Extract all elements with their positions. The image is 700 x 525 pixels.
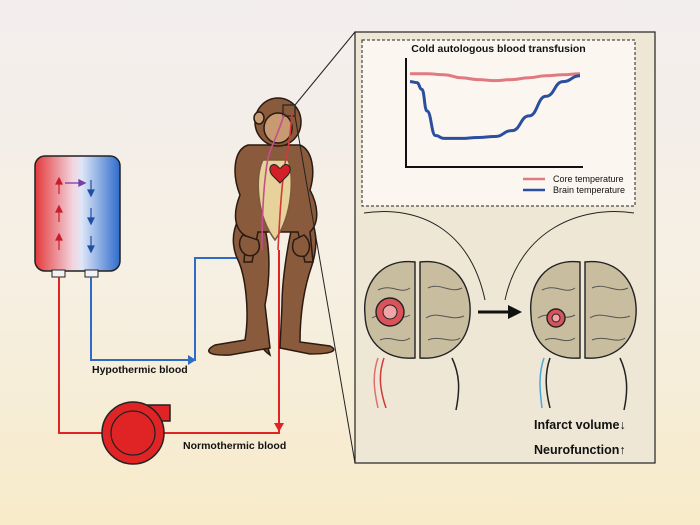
heat-exchanger [34, 155, 121, 278]
brain-after [529, 261, 637, 411]
brain-before [364, 261, 471, 411]
infarct-volume-label: Infarct volume↓ [534, 418, 626, 432]
neurofunction-text: Neurofunction [534, 443, 620, 457]
improvement-arrow [478, 305, 522, 319]
heart-icon [269, 164, 291, 184]
connector-arcs [363, 211, 635, 301]
legend-label-brain-temperature: Brain temperature [553, 185, 626, 195]
monkey-illustration [208, 97, 335, 357]
infarct-volume-text: Infarct volume [534, 418, 620, 432]
warm-flow-arrow [274, 423, 284, 432]
increase-arrow-icon: ↑ [619, 443, 626, 457]
chart-axes [405, 58, 583, 168]
warm-tubing [58, 250, 280, 434]
chart-title: Cold autologous blood transfusion [411, 43, 586, 55]
tank-up-arrows [55, 176, 63, 250]
series-line-brain-temperature [409, 74, 581, 140]
normothermic-blood-label: Normothermic blood [183, 440, 287, 452]
series-line-core-temperature [410, 72, 581, 83]
neurofunction-label: Neurofunction↑ [534, 443, 626, 457]
tank-down-arrows [87, 180, 95, 254]
monkey-vessels [261, 111, 293, 251]
chart-box [361, 39, 636, 207]
cold-flow-arrow [188, 355, 196, 365]
decrease-arrow-icon: ↓ [619, 418, 626, 432]
tank-transfer-arrow [65, 178, 87, 188]
hypothermic-blood-label: Hypothermic blood [92, 364, 188, 376]
zoom-lines [294, 31, 356, 464]
blood-pump [101, 401, 171, 465]
legend-label-core-temperature: Core temperature [553, 174, 624, 184]
